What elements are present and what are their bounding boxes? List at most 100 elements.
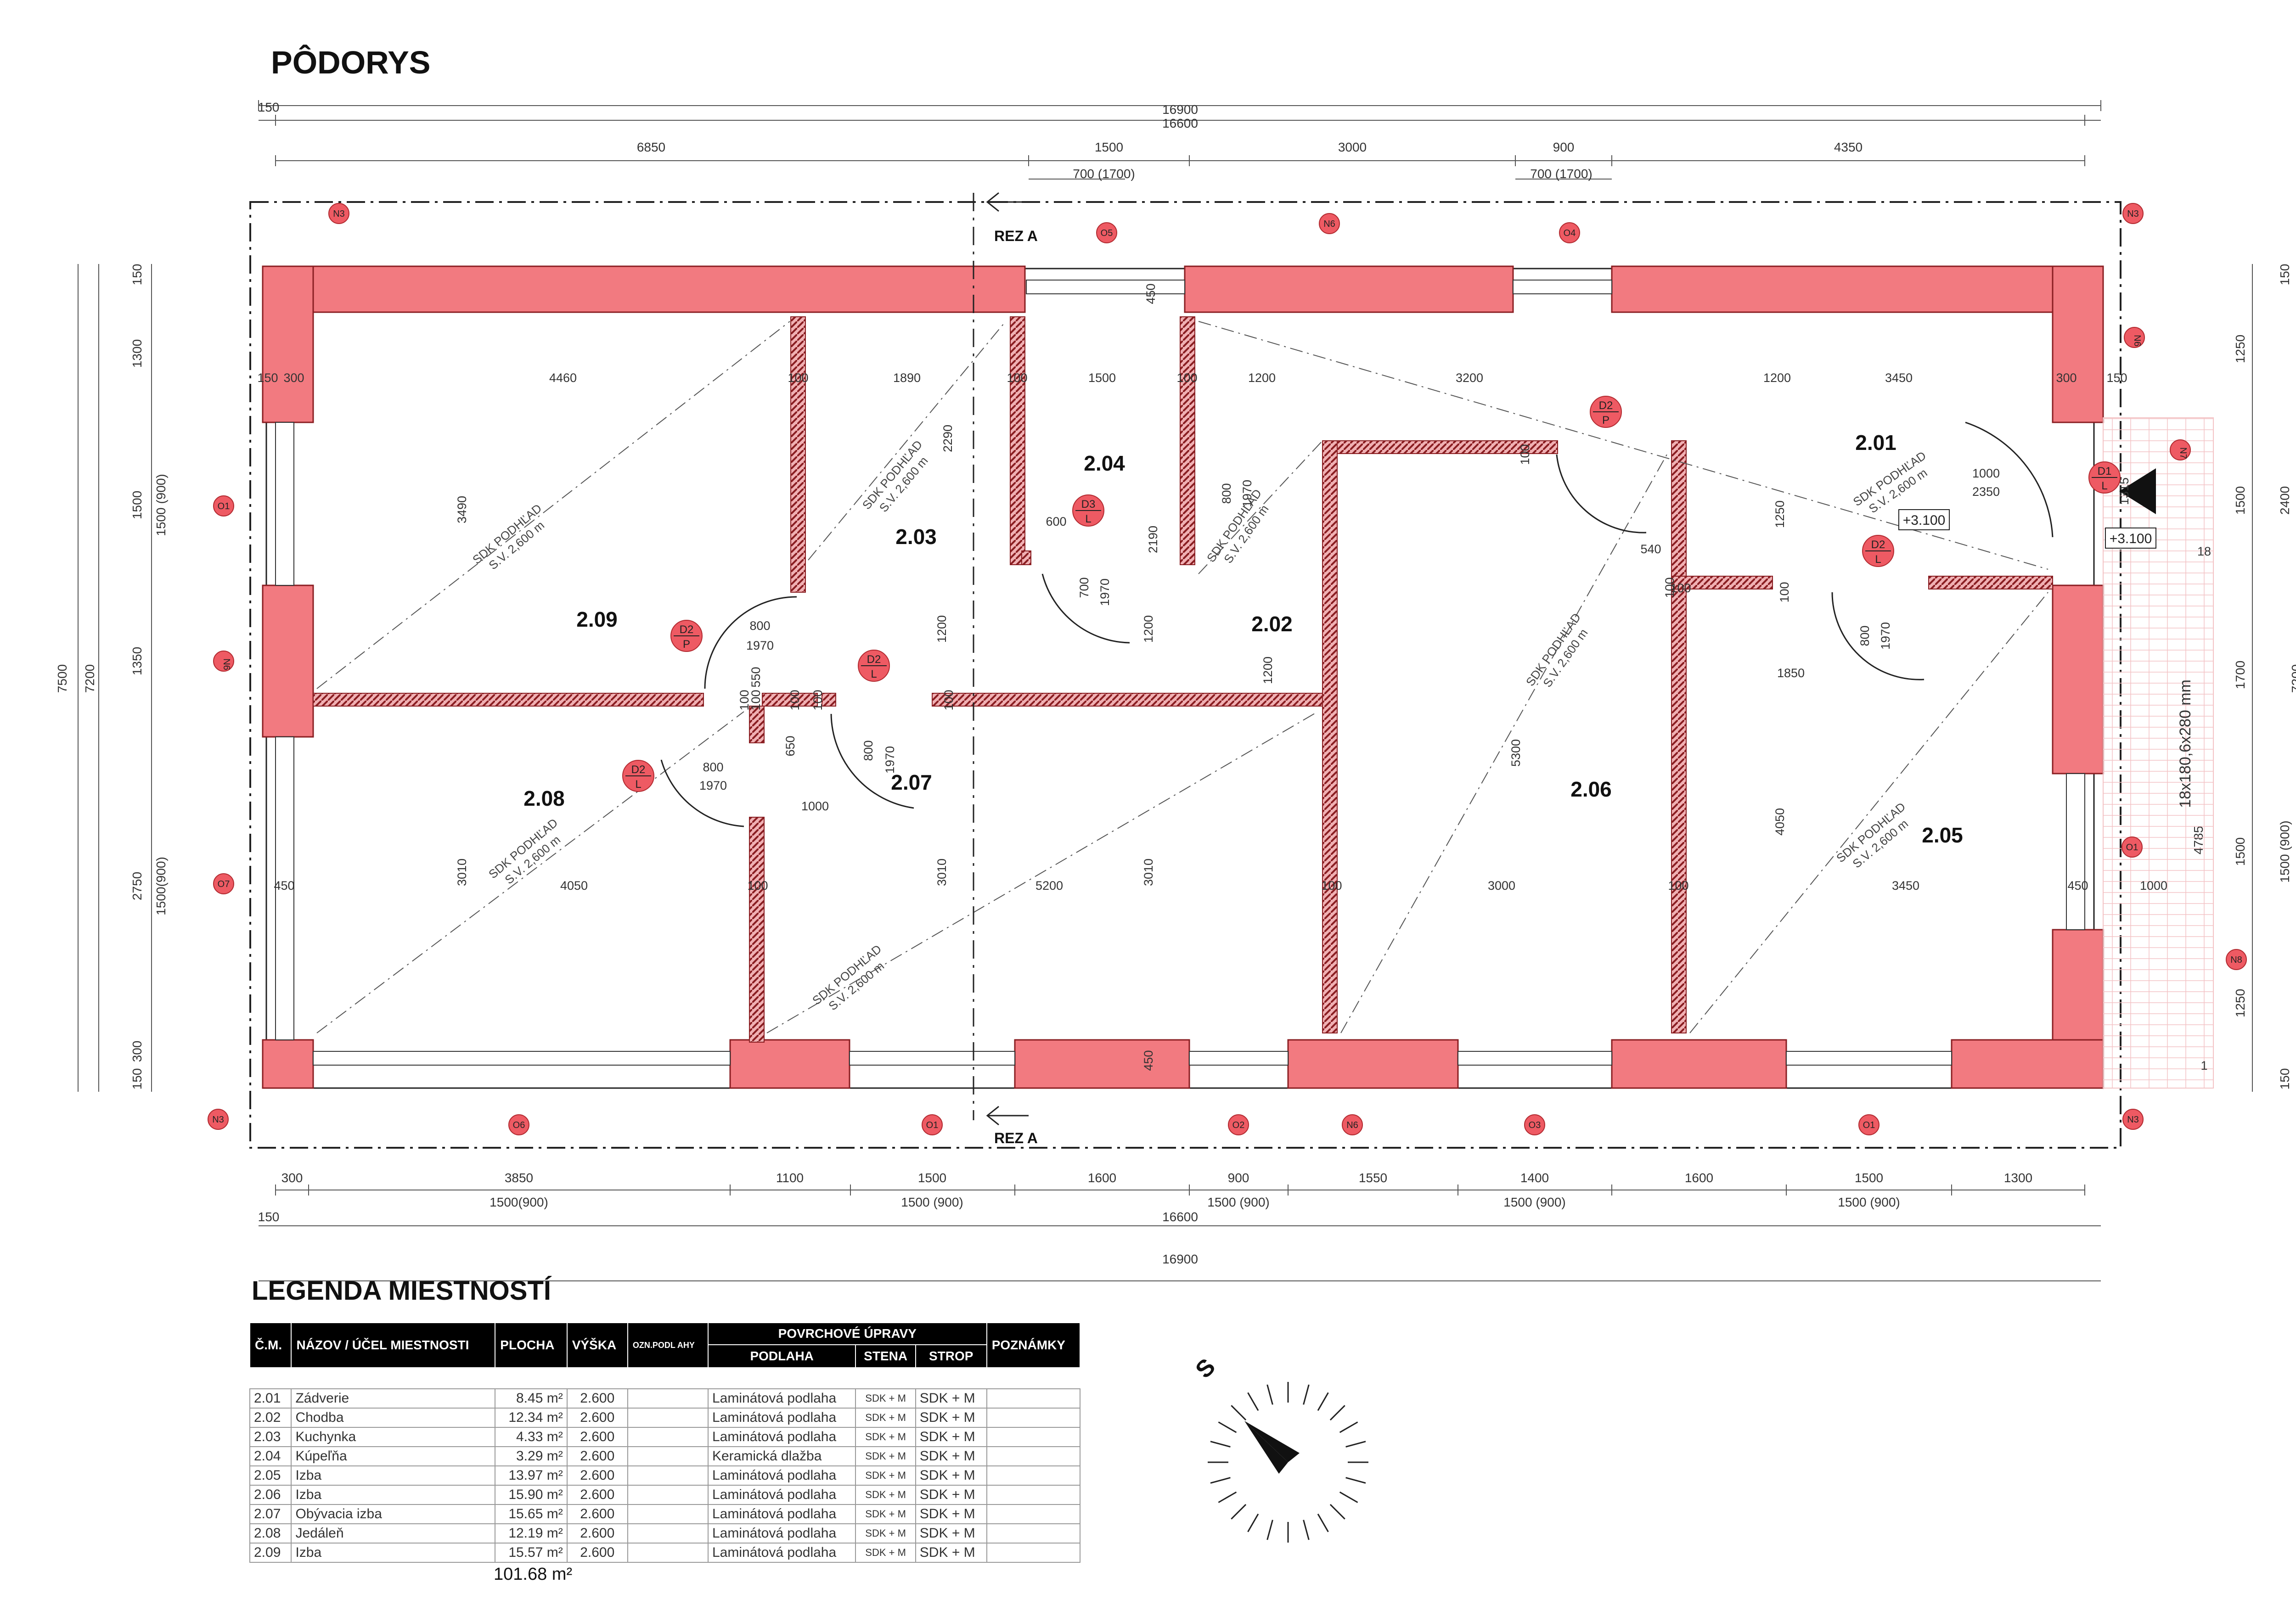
cell-height: 2.600	[566, 1485, 628, 1505]
interior-dim: 1000	[1972, 466, 2000, 480]
cell-ceiling: SDK + M	[915, 1427, 987, 1447]
element-tag: O2	[1228, 1114, 1249, 1135]
svg-text:1500: 1500	[1855, 1171, 1883, 1185]
cell-area: 3.29 m²	[495, 1446, 568, 1466]
svg-text:700 (1700): 700 (1700)	[1530, 167, 1592, 181]
stair-arrow	[2119, 468, 2156, 514]
cell-empty	[627, 1446, 709, 1466]
cell-wall: SDK + M	[855, 1427, 916, 1447]
interior-dim: 100	[1176, 371, 1197, 385]
svg-text:1400: 1400	[1520, 1171, 1549, 1185]
cell-empty	[986, 1485, 1081, 1505]
compass-tick	[1345, 1441, 1366, 1448]
cell-empty	[986, 1408, 1081, 1428]
interior-dim: 600	[1046, 515, 1066, 528]
cell-id: 2.02	[249, 1408, 292, 1428]
interior-dim: 5300	[1509, 739, 1523, 767]
interior-dim: 1	[2200, 1059, 2207, 1072]
cell-id: 2.03	[249, 1427, 292, 1447]
svg-text:N3: N3	[212, 1115, 224, 1125]
svg-text:1500: 1500	[1095, 140, 1123, 154]
svg-text:O1: O1	[218, 501, 230, 511]
cell-area: 12.34 m²	[495, 1408, 568, 1428]
interior-dim: 1970	[1879, 622, 1892, 650]
interior-dim: 1970	[1240, 480, 1254, 507]
compass-tick	[1339, 1421, 1358, 1433]
col-notes: POZNÁMKY	[986, 1322, 1081, 1368]
cell-name: Zádverie	[291, 1388, 496, 1409]
interior-dim: 100	[1778, 582, 1791, 602]
interior-dim: 100	[737, 690, 751, 710]
cell-empty	[986, 1523, 1081, 1544]
svg-text:L: L	[871, 668, 877, 680]
compass-tick	[1329, 1405, 1345, 1421]
section-line	[973, 192, 1029, 1126]
cell-floor: Laminátová podlaha	[707, 1408, 856, 1428]
cell-area: 15.57 m²	[495, 1543, 568, 1563]
element-tag: O5	[1096, 222, 1117, 243]
cell-id: 2.09	[249, 1543, 292, 1563]
cell-empty	[627, 1485, 709, 1505]
cell-ceiling: SDK + M	[915, 1446, 987, 1466]
interior-dim: 3490	[455, 496, 469, 523]
door-tag: D2P	[1590, 396, 1622, 428]
door-tag: D3L	[1072, 494, 1104, 527]
svg-text:150: 150	[130, 1068, 144, 1090]
svg-text:O1: O1	[926, 1120, 939, 1130]
cell-wall: SDK + M	[855, 1543, 916, 1563]
interior-dim: 3010	[455, 859, 469, 886]
svg-text:1500: 1500	[918, 1171, 946, 1185]
svg-text:3850: 3850	[505, 1171, 533, 1185]
cell-name: Kuchynka	[291, 1427, 496, 1447]
interior-dim: 1890	[893, 371, 921, 385]
interior-dim: 1970	[699, 779, 727, 792]
svg-text:L: L	[635, 778, 641, 791]
interior-dim: 1200	[1763, 371, 1791, 385]
interior-dim: 3200	[1456, 371, 1483, 385]
dimension-lines	[78, 105, 2253, 1281]
compass-tick	[1247, 1392, 1259, 1411]
cell-empty	[627, 1427, 709, 1447]
cell-name: Izba	[291, 1465, 496, 1486]
total-area: 101.68 m²	[494, 1565, 573, 1584]
cell-height: 2.600	[566, 1446, 628, 1466]
interior-dim: 100	[942, 690, 956, 710]
interior-dim: 100	[747, 879, 768, 893]
svg-text:900: 900	[1553, 140, 1575, 154]
col-area: PLOCHA	[495, 1322, 568, 1368]
col-height: VÝŠKA	[566, 1322, 628, 1368]
interior-dim: 100	[749, 690, 763, 710]
interior-dim: 1250	[1773, 500, 1787, 528]
element-tag: N6	[1319, 213, 1340, 234]
cell-empty	[986, 1543, 1081, 1563]
door-tag: D2L	[1862, 535, 1894, 567]
section-label-bottom: REZ A	[994, 1130, 1038, 1146]
stair: 18x180,6x280 mm	[2103, 417, 2214, 1089]
level-a: +3.100	[1903, 513, 1946, 528]
cell-id: 2.05	[249, 1465, 292, 1486]
svg-text:N3: N3	[2127, 209, 2139, 219]
interior-dim: 1970	[746, 639, 774, 652]
interior-dim: 1000	[801, 799, 829, 813]
cell-wall: SDK + M	[855, 1504, 916, 1524]
element-tag: N3	[328, 203, 349, 224]
ceiling-diagonals	[316, 321, 2048, 1033]
page-title: PÔDORYS	[271, 45, 431, 80]
compass-tick	[1231, 1504, 1247, 1520]
room-label: 2.02	[1251, 612, 1293, 636]
svg-text:1500(900): 1500(900)	[490, 1195, 548, 1209]
svg-text:1500: 1500	[130, 491, 144, 519]
interior-dim: 100	[811, 690, 825, 710]
interior-dim: 100	[788, 690, 802, 710]
cell-id: 2.08	[249, 1523, 292, 1544]
compass-tick	[1247, 1513, 1259, 1532]
cell-floor: Laminátová podlaha	[707, 1388, 856, 1409]
col-name: NÁZOV / ÚČEL MIESTNOSTI	[291, 1322, 496, 1368]
cell-floor: Laminátová podlaha	[707, 1523, 856, 1544]
outer-frame	[249, 201, 2122, 1149]
interior-dim: 100	[1670, 581, 1691, 595]
stair-label: 18x180,6x280 mm	[2177, 679, 2194, 808]
svg-text:7200: 7200	[83, 664, 97, 693]
